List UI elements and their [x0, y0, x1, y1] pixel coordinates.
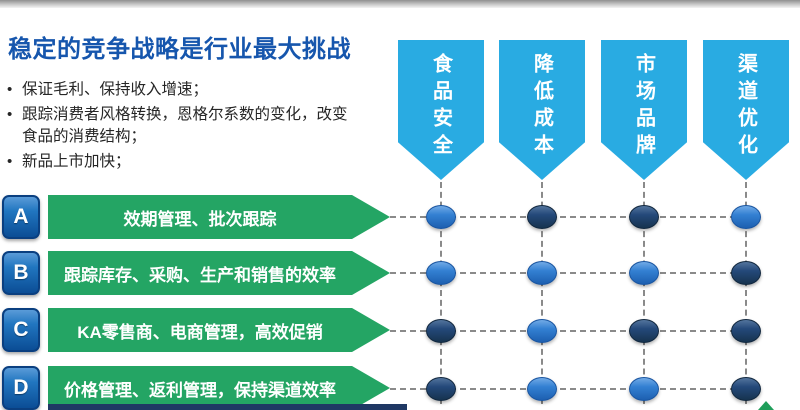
pennant-channel-optimization: 渠道优化 [703, 40, 789, 180]
grid-dashed-vline [440, 182, 442, 404]
row-arrow-b: 跟踪库存、采购、生产和销售的效率 [48, 251, 390, 295]
matrix-dot [426, 319, 456, 343]
pennant-food-safety: 食品安全 [398, 40, 484, 180]
bullet-icon [7, 104, 22, 148]
row-arrow-c: KA零售商、电商管理，高效促销 [48, 308, 390, 352]
pennant-label: 降低成本 [530, 53, 553, 161]
bullet-item: 保证毛利、保持收入增速； [7, 79, 379, 101]
matrix-dot [426, 205, 456, 229]
row-badge-b: B [2, 251, 40, 295]
bullet-icon [7, 151, 22, 173]
footer-bar-partial [48, 404, 407, 410]
window-top-bar [0, 0, 800, 8]
bullet-text: 新品上市加快； [22, 153, 131, 170]
bullet-icon [7, 79, 22, 101]
matrix-dot [731, 205, 761, 229]
page-title: 稳定的竞争战略是行业最大挑战 [8, 36, 351, 63]
pennant-market-brand: 市场品牌 [601, 40, 687, 180]
grid-dashed-hline [390, 216, 746, 218]
grid-dashed-vline [643, 182, 645, 404]
bullet-item: 新品上市加快； [7, 151, 379, 173]
matrix-dot [629, 319, 659, 343]
grid-dashed-hline [390, 330, 746, 332]
matrix-dot [731, 377, 761, 401]
green-arrow-tip-icon [758, 401, 774, 410]
matrix-dot [629, 377, 659, 401]
pennant-cost-reduction: 降低成本 [499, 40, 585, 180]
bullet-text: 跟踪消费者风格转换，恩格尔系数的变化，改变食品的消费结构； [22, 106, 348, 145]
grid-dashed-vline [541, 182, 543, 404]
bullet-text: 保证毛利、保持收入增速； [22, 81, 209, 98]
grid-dashed-hline [390, 388, 746, 390]
row-badge-c: C [2, 308, 40, 352]
row-arrow-d: 价格管理、返利管理，保持渠道效率 [48, 366, 390, 410]
grid-dashed-hline [390, 272, 746, 274]
row-arrow-a: 效期管理、批次跟踪 [48, 195, 390, 239]
matrix-dot [527, 377, 557, 401]
pennant-label: 食品安全 [429, 53, 452, 161]
matrix-dot [527, 205, 557, 229]
matrix-dot [527, 319, 557, 343]
grid-dashed-vline [745, 182, 747, 404]
matrix-dot [426, 377, 456, 401]
pennant-label: 渠道优化 [734, 53, 757, 161]
matrix-dot [426, 261, 456, 285]
matrix-dot [731, 319, 761, 343]
bullet-list: 保证毛利、保持收入增速； 跟踪消费者风格转换，恩格尔系数的变化，改变食品的消费结… [7, 79, 379, 176]
row-badge-a: A [2, 195, 40, 239]
matrix-dot [629, 205, 659, 229]
bullet-item: 跟踪消费者风格转换，恩格尔系数的变化，改变食品的消费结构； [7, 104, 379, 148]
pennant-label: 市场品牌 [632, 53, 655, 161]
matrix-dot [731, 261, 761, 285]
row-badge-d: D [2, 366, 40, 410]
matrix-dot [527, 261, 557, 285]
matrix-dot [629, 261, 659, 285]
